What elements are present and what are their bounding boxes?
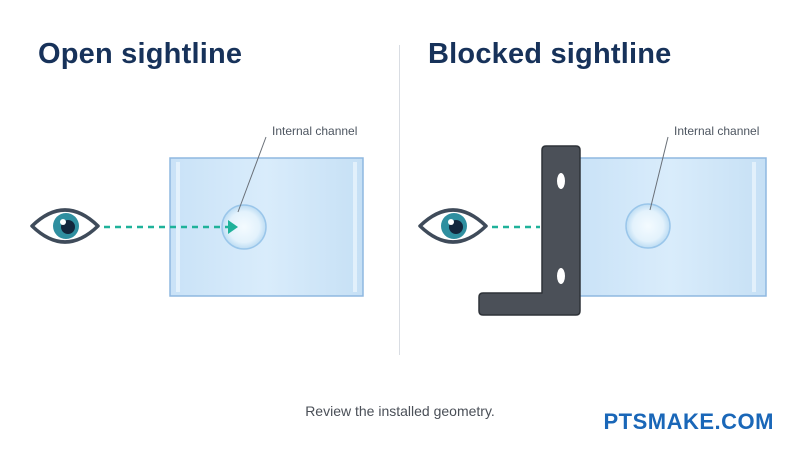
left-panel [30, 136, 364, 297]
callout-leader [649, 136, 669, 211]
blocking-bracket [478, 145, 581, 316]
brand-logo: PTSMAKE.COM [603, 409, 774, 434]
block-edge-highlight [176, 162, 180, 292]
internal-channel [221, 204, 267, 250]
arrow-right-icon [228, 220, 238, 234]
callout-internal-channel-right: Internal channel [674, 124, 760, 138]
panel-title-blocked: Blocked sightline [428, 38, 672, 70]
eye-icon [418, 208, 488, 244]
block-edge-highlight [752, 162, 756, 292]
eye-icon [30, 208, 100, 244]
callout-internal-channel-left: Internal channel [272, 124, 358, 138]
bracket-hole [557, 173, 565, 189]
bracket-hole [557, 268, 565, 284]
panel-divider [399, 45, 400, 355]
internal-channel [625, 203, 671, 249]
caption: Review the installed geometry. [305, 403, 495, 419]
callout-leader [237, 136, 267, 213]
block-edge-highlight [353, 162, 357, 292]
panel-title-open: Open sightline [38, 38, 243, 70]
right-panel [418, 136, 767, 316]
